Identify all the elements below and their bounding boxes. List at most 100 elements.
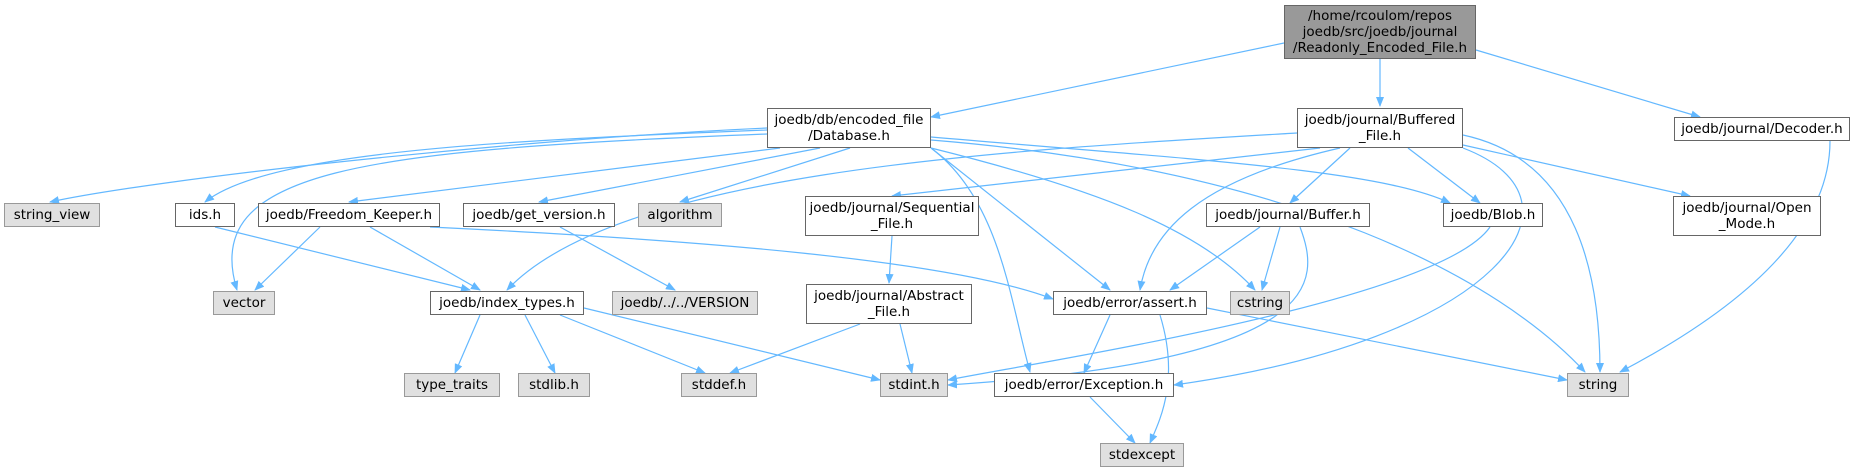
node-label-line: _Mode.h xyxy=(1718,216,1776,232)
edge-root-decoder xyxy=(1475,49,1701,119)
node-label-line: type_traits xyxy=(415,377,489,393)
edge-database-index-types xyxy=(506,132,1298,291)
edge-database-freedom xyxy=(348,147,781,205)
edge-buffer-cstring xyxy=(1260,226,1281,291)
edge-buffered-exception xyxy=(1173,147,1524,388)
edge-database-get-version xyxy=(538,147,821,205)
edge-get-version-version xyxy=(559,226,676,291)
edge-root-database xyxy=(930,42,1285,120)
node-algorithm: algorithm xyxy=(638,203,722,227)
node-label-line: joedb/journal/Abstract xyxy=(814,288,964,304)
node-label-line: joedb/src/joedb/journal xyxy=(1302,24,1458,40)
node-label-line: string_view xyxy=(13,207,91,223)
node-get-version-h[interactable]: joedb/get_version.h xyxy=(463,203,615,227)
edge-buffered-open-mode xyxy=(1462,144,1691,198)
edge-database-ids xyxy=(204,129,768,203)
node-label-line: /home/rcoulom/repos xyxy=(1308,8,1452,24)
node-label-line: joedb/journal/Decoder.h xyxy=(1681,121,1843,137)
edge-index-types-stdlib xyxy=(524,314,556,374)
node-exception-h[interactable]: joedb/error/Exception.h xyxy=(994,373,1174,397)
node-decoder-h[interactable]: joedb/journal/Decoder.h xyxy=(1674,117,1850,141)
node-label-line: joedb/error/Exception.h xyxy=(1004,377,1164,393)
edge-buffered-assert xyxy=(1137,147,1341,291)
node-label-line: joedb/index_types.h xyxy=(439,295,575,311)
node-label-line: /Database.h xyxy=(808,128,890,144)
edge-freedom-assert xyxy=(429,226,1054,300)
node-label-line: vector xyxy=(222,295,266,311)
node-label-line: stdint.h xyxy=(888,377,940,393)
edge-buffered-string xyxy=(1462,134,1604,373)
node-assert-h[interactable]: joedb/error/assert.h xyxy=(1053,291,1207,315)
node-version-file: joedb/../../VERSION xyxy=(612,291,758,315)
node-freedom-keeper-h[interactable]: joedb/Freedom_Keeper.h xyxy=(258,203,440,227)
node-stdint-h: stdint.h xyxy=(880,373,948,397)
node-label-line: stdexcept xyxy=(1108,447,1176,463)
edge-index-types-stdint xyxy=(583,307,881,382)
node-ids-h[interactable]: ids.h xyxy=(175,203,235,227)
node-database-h[interactable]: joedb/db/encoded_file /Database.h xyxy=(767,108,931,148)
edge-database-assert xyxy=(930,147,1111,291)
node-open-mode-h[interactable]: joedb/journal/Open _Mode.h xyxy=(1673,196,1821,236)
node-buffered-file-h[interactable]: joedb/journal/Buffered _File.h xyxy=(1297,108,1463,148)
edge-database-string xyxy=(930,139,1586,373)
node-label-line: ids.h xyxy=(188,207,222,223)
edge-sequential-abstract xyxy=(885,235,894,284)
edge-buffered-blob xyxy=(1407,147,1481,204)
dependency-edges xyxy=(49,42,1831,444)
node-sequential-file-h[interactable]: joedb/journal/Sequential _File.h xyxy=(805,196,979,236)
edge-database-algorithm xyxy=(679,147,851,204)
node-stddef-h: stddef.h xyxy=(681,373,757,397)
node-label-line: cstring xyxy=(1236,295,1284,311)
edge-freedom-vector xyxy=(254,226,321,291)
node-label-line: joedb/../../VERSION xyxy=(620,295,750,311)
edge-assert-string xyxy=(1206,307,1568,383)
node-label-line: joedb/journal/Sequential xyxy=(809,200,975,216)
node-label-line: /Readonly_Encoded_File.h xyxy=(1292,40,1468,56)
node-type-traits: type_traits xyxy=(404,373,500,397)
node-label-line: string xyxy=(1578,377,1618,393)
edge-buffered-sequential xyxy=(891,147,1321,199)
node-label-line: _File.h xyxy=(867,304,911,320)
edge-buffered-buffer xyxy=(1289,147,1351,204)
edge-database-exception xyxy=(930,147,1032,373)
node-label-line: stddef.h xyxy=(691,377,747,393)
edge-blob-stdint xyxy=(947,226,1491,383)
edge-buffer-assert xyxy=(1169,226,1261,291)
node-label-line: stdlib.h xyxy=(529,377,579,393)
node-string-view: string_view xyxy=(4,203,100,227)
node-label-line: joedb/journal/Buffer.h xyxy=(1215,207,1361,223)
edge-database-vector xyxy=(230,133,768,291)
edge-index-types-type-traits xyxy=(454,314,481,374)
node-label-line: _File.h xyxy=(870,216,914,232)
edge-decoder-string xyxy=(1619,140,1831,373)
node-label-line: joedb/journal/Buffered xyxy=(1304,112,1456,128)
edge-ids-index-types xyxy=(214,226,471,292)
node-stdexcept: stdexcept xyxy=(1100,443,1184,467)
edge-abstract-stddef xyxy=(729,323,861,374)
edge-database-blob xyxy=(930,136,1451,204)
edge-database-cstring xyxy=(930,147,1256,291)
edge-abstract-stdint xyxy=(899,323,914,374)
edge-assert-exception xyxy=(1083,314,1111,374)
node-label-line: algorithm xyxy=(647,207,713,223)
node-label-line: joedb/journal/Open xyxy=(1682,200,1812,216)
node-buffer-h[interactable]: joedb/journal/Buffer.h xyxy=(1206,203,1370,227)
node-cstring: cstring xyxy=(1230,291,1290,315)
node-blob-h[interactable]: joedb/Blob.h xyxy=(1443,203,1543,227)
edge-exception-stdexcept xyxy=(1089,396,1136,444)
edge-index-types-stddef xyxy=(559,314,706,374)
node-abstract-file-h[interactable]: joedb/journal/Abstract _File.h xyxy=(806,284,972,324)
node-string: string xyxy=(1567,373,1629,397)
node-index-types-h[interactable]: joedb/index_types.h xyxy=(430,291,584,315)
edge-freedom-index-types xyxy=(369,226,481,291)
node-label-line: joedb/error/assert.h xyxy=(1063,295,1197,311)
node-label-line: joedb/Blob.h xyxy=(1450,207,1536,223)
node-label-line: joedb/db/encoded_file xyxy=(774,112,924,128)
node-readonly-encoded-file: /home/rcoulom/repos joedb/src/joedb/jour… xyxy=(1284,5,1476,59)
node-label-line: joedb/Freedom_Keeper.h xyxy=(265,207,433,223)
node-label-line: _File.h xyxy=(1358,128,1402,144)
node-vector: vector xyxy=(213,291,275,315)
node-stdlib-h: stdlib.h xyxy=(518,373,590,397)
node-label-line: joedb/get_version.h xyxy=(472,207,606,223)
